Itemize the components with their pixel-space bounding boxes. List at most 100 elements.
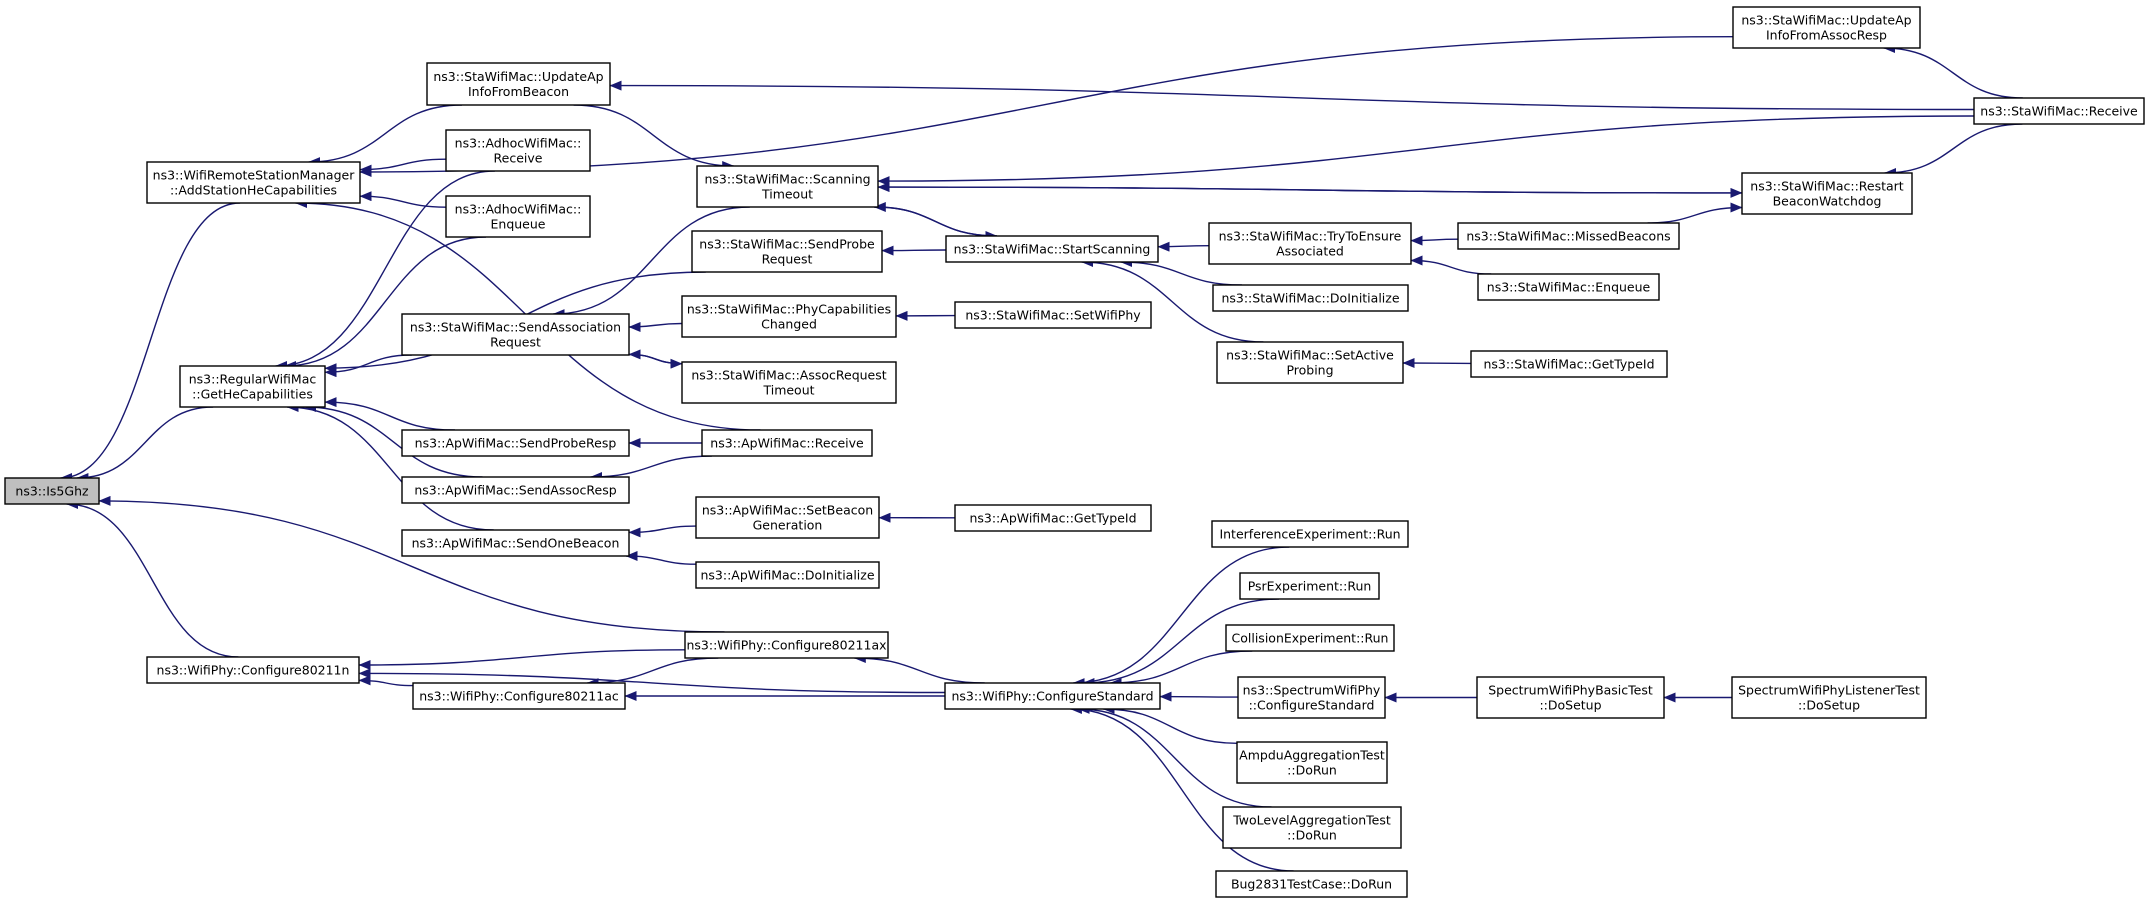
node-startScan[interactable]: ns3::StaWifiMac::StartScanning: [945, 235, 1159, 263]
node-box: [1237, 676, 1386, 719]
node-cfg80211ax[interactable]: ns3::WifiPhy::Configure80211ax: [684, 631, 889, 659]
node-ampdu[interactable]: AmpduAggregationTest::DoRun: [1236, 741, 1388, 784]
node-label: ns3::StaWifiMac::SetWifiPhy: [965, 308, 1141, 323]
node-box: [695, 561, 880, 589]
node-box: [1212, 284, 1409, 312]
node-label: PsrExperiment::Run: [1248, 579, 1372, 594]
node-spectrumBasic[interactable]: SpectrumWifiPhyBasicTest::DoSetup: [1476, 676, 1665, 719]
node-staEnq[interactable]: ns3::StaWifiMac::Enqueue: [1477, 273, 1660, 301]
node-label: Associated: [1276, 244, 1344, 259]
node-apSendAssoc[interactable]: ns3::ApWifiMac::SendAssocResp: [401, 476, 630, 504]
node-label: Timeout: [762, 383, 814, 398]
node-cfg80211ac[interactable]: ns3::WifiPhy::Configure80211ac: [412, 682, 626, 710]
edge-setActive-to-startScan: [1081, 257, 1264, 343]
node-box: [1477, 273, 1660, 301]
node-adhocEnq[interactable]: ns3::AdhocWifiMac::Enqueue: [445, 195, 591, 238]
edge-scanTimeout-to-sendAssocReq: [552, 206, 750, 319]
node-twoLevel[interactable]: TwoLevelAggregationTest::DoRun: [1222, 806, 1402, 849]
node-box: [146, 656, 360, 684]
node-label: ns3::RegularWifiMac: [189, 372, 317, 387]
node-label: Request: [762, 252, 813, 267]
node-cfg80211n[interactable]: ns3::WifiPhy::Configure80211n: [146, 656, 360, 684]
node-cfgStd[interactable]: ns3::WifiPhy::ConfigureStandard: [944, 682, 1161, 710]
node-label: ns3::StaWifiMac::StartScanning: [954, 242, 1151, 257]
edge-apSendProbe-to-getHe: [324, 397, 456, 431]
node-box: [412, 682, 626, 710]
node-label: Enqueue: [491, 217, 546, 232]
node-is5ghz[interactable]: ns3::Is5Ghz: [4, 477, 100, 505]
node-apSendOne[interactable]: ns3::ApWifiMac::SendOneBeacon: [401, 529, 630, 557]
node-interf[interactable]: InterferenceExperiment::Run: [1211, 520, 1409, 548]
edge-tryEnsure-to-startScan: [1157, 241, 1210, 252]
node-label: TwoLevelAggregationTest: [1232, 813, 1391, 828]
node-label: ns3::StaWifiMac::GetTypeId: [1483, 357, 1654, 372]
node-getHe[interactable]: ns3::RegularWifiMac::GetHeCapabilities: [179, 365, 326, 408]
edge-missed-to-tryEnsure: [1410, 235, 1459, 246]
edge-interf-to-cfgStd: [1072, 546, 1290, 688]
edge-apSendOne-to-getHe: [286, 402, 494, 531]
node-apSendProbe[interactable]: ns3::ApWifiMac::SendProbeResp: [401, 429, 630, 457]
node-label: ns3::ApWifiMac::DoInitialize: [700, 568, 874, 583]
node-collision[interactable]: CollisionExperiment::Run: [1225, 624, 1395, 652]
node-label: ns3::Is5Ghz: [15, 484, 89, 499]
edge-getHe-to-is5ghz: [76, 406, 214, 483]
edge-upBeacon-to-scanTimeout: [573, 104, 735, 171]
edge-cfg80211ax-to-cfg80211n: [358, 649, 686, 670]
node-label: ns3::StaWifiMac::Enqueue: [1487, 280, 1651, 295]
edge-cfg80211ax-to-is5ghz: [98, 495, 725, 633]
node-label: ns3::StaWifiMac::UpdateAp: [433, 69, 603, 84]
node-bug2831[interactable]: Bug2831TestCase::DoRun: [1215, 870, 1408, 898]
edge-startScan-to-sendProbeReq: [881, 245, 947, 256]
node-label: ns3::StaWifiMac::Scanning: [704, 172, 870, 187]
edge-upAssoc-to-addHe: [359, 36, 1734, 177]
node-label: ns3::SpectrumWifiPhy: [1243, 683, 1381, 698]
edge-adhocRecv-to-addHe: [359, 158, 447, 175]
node-label: ns3::ApWifiMac::SetBeacon: [702, 503, 873, 518]
node-adhocRecv[interactable]: ns3::AdhocWifiMac::Receive: [445, 129, 591, 172]
edge-collision-to-cfgStd: [1109, 650, 1253, 688]
node-box: [945, 235, 1159, 263]
node-upAssoc[interactable]: ns3::StaWifiMac::UpdateApInfoFromAssocRe…: [1732, 6, 1921, 49]
node-label: ::GetHeCapabilities: [192, 387, 313, 402]
node-setWifiPhy[interactable]: ns3::StaWifiMac::SetWifiPhy: [954, 301, 1152, 329]
edge-addHe-to-is5ghz: [60, 202, 241, 483]
node-addHe[interactable]: ns3::WifiRemoteStationManager::AddStatio…: [146, 161, 361, 204]
node-spectrumCfg[interactable]: ns3::SpectrumWifiPhy::ConfigureStandard: [1237, 676, 1386, 719]
node-label: ns3::ApWifiMac::SendAssocResp: [414, 483, 616, 498]
node-staGetTypeId[interactable]: ns3::StaWifiMac::GetTypeId: [1470, 350, 1668, 378]
node-box: [1741, 172, 1913, 215]
node-label: Probing: [1286, 363, 1333, 378]
node-box: [1476, 676, 1665, 719]
node-label: ns3::ApWifiMac::GetTypeId: [969, 511, 1136, 526]
node-apGetTypeId[interactable]: ns3::ApWifiMac::GetTypeId: [954, 504, 1152, 532]
node-apDoInit[interactable]: ns3::ApWifiMac::DoInitialize: [695, 561, 880, 589]
node-label: AmpduAggregationTest: [1239, 748, 1385, 763]
node-label: InfoFromBeacon: [468, 84, 569, 99]
node-box: [954, 301, 1152, 329]
edge-adhocEnq-to-getHe: [284, 236, 487, 371]
edge-cfg80211ac-to-cfg80211n: [358, 675, 414, 687]
node-label: ::DoSetup: [1539, 698, 1601, 713]
node-label: Generation: [753, 518, 823, 533]
node-apRecv[interactable]: ns3::ApWifiMac::Receive: [701, 429, 873, 457]
node-box: [1222, 806, 1402, 849]
node-staRecv[interactable]: ns3::StaWifiMac::Receive: [1973, 97, 2145, 125]
node-spectrumListener[interactable]: SpectrumWifiPhyListenerTest::DoSetup: [1731, 676, 1927, 719]
node-label: ns3::WifiRemoteStationManager: [153, 168, 356, 183]
node-staDoInit[interactable]: ns3::StaWifiMac::DoInitialize: [1212, 284, 1409, 312]
node-box: [701, 429, 873, 457]
node-missed[interactable]: ns3::StaWifiMac::MissedBeacons: [1457, 222, 1680, 250]
node-label: CollisionExperiment::Run: [1232, 631, 1389, 646]
node-psr[interactable]: PsrExperiment::Run: [1239, 572, 1380, 600]
